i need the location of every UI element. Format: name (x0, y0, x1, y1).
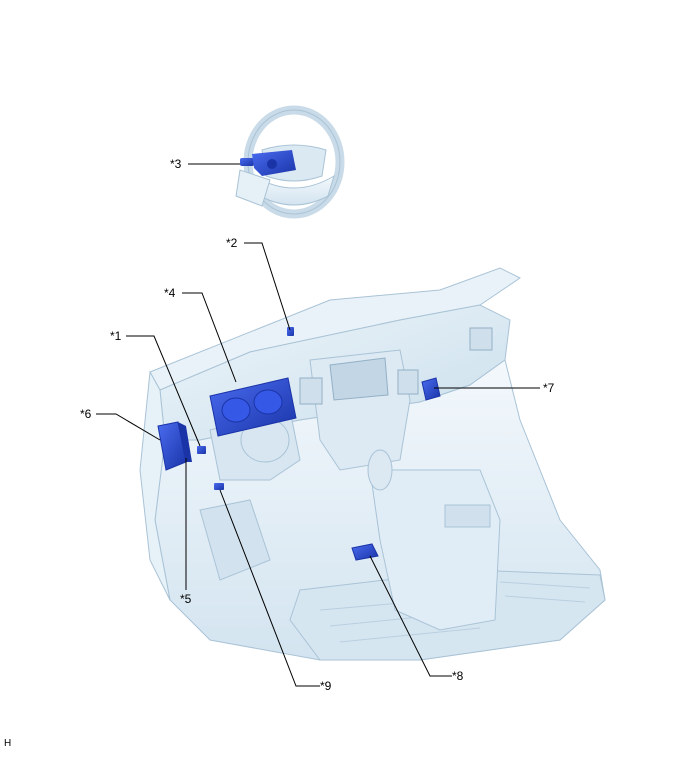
callout-label-7: *7 (543, 381, 555, 395)
switch-component-1 (197, 446, 206, 454)
callout-label-5: *5 (180, 592, 192, 606)
callout-label-8: *8 (452, 669, 464, 683)
leader-lines (96, 163, 540, 687)
connector-component-9 (214, 483, 224, 490)
callout-label-6: *6 (80, 407, 92, 421)
sensor-component-8 (351, 543, 379, 561)
dashboard-body (139, 267, 606, 661)
sensor-component-2 (287, 327, 294, 336)
figure-id-mark: H (4, 738, 12, 749)
callout-label-1: *1 (110, 329, 122, 343)
ecu-component-7 (421, 377, 441, 401)
callout-label-9: *9 (320, 679, 332, 693)
callout-label-4: *4 (164, 286, 176, 300)
callout-label-2: *2 (226, 236, 238, 250)
combination-switch-component (240, 150, 296, 176)
callout-label-3: *3 (170, 157, 182, 171)
combination-meter-component (209, 377, 297, 437)
